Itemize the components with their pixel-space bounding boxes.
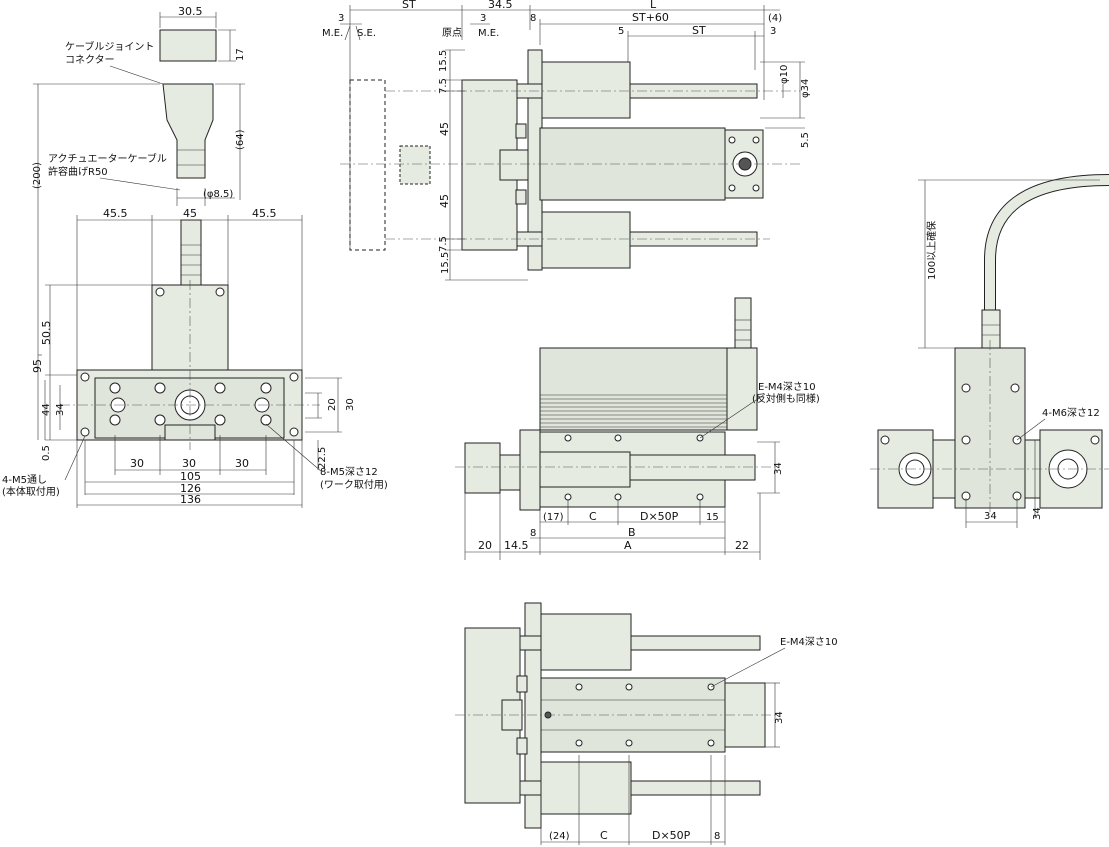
label-actuator-cable: アクチュエーターケーブル [48, 152, 167, 165]
label-8-m5: 8-M5深さ12 [320, 466, 378, 478]
dim-15-5-a: 15.5 [438, 50, 449, 72]
dim-side-17: (17) [543, 512, 564, 523]
dim-L: L [650, 0, 657, 11]
label-4-m5: 4-M5通し [2, 474, 47, 486]
connector-block [159, 29, 217, 62]
dim-30-c: 30 [235, 457, 249, 470]
dim-right-34-h: 34 [984, 511, 997, 522]
dim-20: 20 [327, 398, 338, 411]
label-connector: コネクター [65, 54, 115, 66]
dim-8: 8 [530, 13, 536, 24]
dim-30-5: 30.5 [178, 5, 203, 18]
dim-105: 105 [180, 470, 201, 483]
dim-34-5: 34.5 [488, 0, 513, 11]
dim-34: 34 [55, 403, 66, 416]
dim-side-20: 20 [478, 539, 492, 552]
dim-side-A: A [624, 539, 632, 552]
dim-bottom-D50P: D×50P [652, 829, 691, 842]
dim-136: 136 [180, 493, 201, 506]
label-work-mount: (ワーク取付用) [320, 478, 388, 491]
dim-5: 5 [618, 26, 624, 37]
label-me-1: M.E. [322, 28, 343, 39]
dim-st-60: ST+60 [632, 11, 669, 24]
dim-0-5: 0.5 [41, 445, 52, 461]
dim-126: 126 [180, 482, 201, 495]
top-view: ST 34.5 L 3 M.E. S.E. 3 原点 M.E. 8 ST+60 … [322, 0, 811, 281]
dim-bottom-34: 34 [774, 711, 785, 724]
dim-45-front: 45 [183, 207, 197, 220]
cable-joint [162, 83, 214, 179]
label-me-2: M.E. [478, 28, 499, 39]
dim-st-2: ST [692, 24, 706, 37]
dim-phi-34: φ34 [800, 79, 811, 98]
dim-side-22: 22 [735, 539, 749, 552]
label-cable-100: 100以上確保 [925, 221, 938, 280]
label-bend-radius: 許容曲げR50 [48, 165, 108, 178]
dim-3-a: 3 [338, 13, 344, 24]
dim-95: 95 [31, 359, 44, 373]
dim-7-5-a: 7.5 [438, 78, 449, 94]
dim-bottom-24: (24) [549, 831, 570, 842]
label-e-m4-depth10-b: E-M4深さ10 [780, 636, 838, 648]
dim-7-5-b: 7.5 [438, 236, 449, 252]
dim-64: (64) [235, 129, 246, 150]
dim-30-a: 30 [130, 457, 144, 470]
dim-3-c: 3 [770, 26, 776, 37]
dim-right-34-v: 34 [1032, 507, 1043, 520]
dim-30-right: 30 [345, 398, 356, 411]
label-cable-joint: ケーブルジョイント [65, 40, 154, 53]
side-view: E-M4深さ10 (反対側も同様) 34 (17) C D×50P 15 8 B… [455, 297, 820, 560]
dim-side-34: 34 [773, 462, 784, 475]
dim-45-a: 45 [438, 122, 451, 136]
dim-bottom-C: C [600, 829, 608, 842]
dim-3-b: 3 [480, 13, 486, 24]
label-opposite-same: (反対側も同様) [752, 392, 820, 405]
dim-side-B: B [628, 526, 636, 539]
dim-bottom-8: 8 [714, 831, 720, 842]
dim-phi-8-5: (φ8.5) [203, 189, 233, 200]
dim-45-5-right: 45.5 [252, 207, 277, 220]
bottom-view: E-M4深さ10 34 (24) C D×50P 8 [455, 602, 838, 845]
dim-st-top: ST [402, 0, 416, 11]
dim-44: 44 [41, 403, 52, 416]
dim-45-b: 45 [438, 194, 451, 208]
dim-22-5: 22.5 [317, 447, 328, 469]
dim-side-15: 15 [706, 512, 719, 523]
label-se: S.E. [357, 28, 376, 39]
dim-200: (200) [32, 162, 43, 189]
dim-50-5: 50.5 [40, 321, 53, 346]
right-view: 100以上確保 4-M6深さ12 34 34 [870, 174, 1109, 528]
label-body-mount: (本体取付用) [2, 485, 60, 498]
side-motor [539, 347, 756, 431]
dim-5-5: 5.5 [800, 132, 811, 148]
label-origin: 原点 [442, 27, 462, 39]
dim-45-5-left: 45.5 [103, 207, 128, 220]
dim-side-D50P: D×50P [640, 510, 679, 523]
label-4-m6: 4-M6深さ12 [1042, 407, 1100, 419]
dim-side-14-5: 14.5 [504, 539, 529, 552]
dim-30-b: 30 [182, 457, 196, 470]
dim-side-C: C [589, 510, 597, 523]
dim-17: 17 [235, 48, 246, 61]
dim-phi-10: φ10 [779, 65, 790, 84]
dim-4: (4) [768, 13, 782, 24]
front-view: 30.5 17 ケーブルジョイント コネクター (64) アクチュエーターケーブ… [2, 5, 388, 508]
dim-side-8: 8 [530, 528, 536, 539]
dim-15-5-b: 15.5 [440, 252, 451, 274]
label-e-m4-depth10: E-M4深さ10 [758, 381, 816, 393]
